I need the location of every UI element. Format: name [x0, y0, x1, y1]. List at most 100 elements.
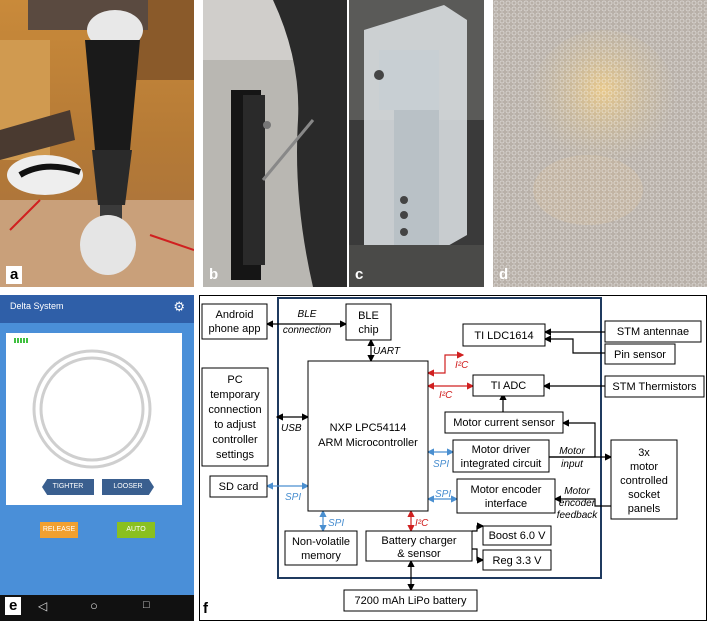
recent-apps-icon[interactable]: □ — [143, 599, 150, 611]
stm-thermistors-box: STM Thermistors — [604, 375, 705, 398]
svg-text:interface: interface — [485, 498, 527, 510]
motor-driver-box: Motor driver integrated circuit — [452, 439, 550, 473]
controller-side-photo — [203, 0, 347, 287]
phone-app-panel: Delta System ⚙ TIGHTER LOOSER RELEASE AU… — [0, 295, 194, 621]
encoder-feedback-label-2: encoder — [559, 498, 596, 509]
svg-text:& sensor: & sensor — [397, 548, 441, 560]
spi-label-sd: SPI — [285, 492, 301, 503]
svg-text:chip: chip — [358, 324, 378, 336]
encoder-feedback-label-3: feedback — [557, 510, 599, 521]
motor-current-sensor-box: Motor current sensor — [444, 411, 564, 434]
looser-button[interactable]: LOOSER — [102, 479, 154, 495]
block-diagram-panel: Android phone app BLE chip PC temporary … — [199, 295, 707, 621]
svg-text:Motor encoder: Motor encoder — [471, 484, 542, 496]
svg-text:panels: panels — [628, 503, 661, 515]
encoder-feedback-label: Motor — [564, 486, 590, 497]
uart-label: UART — [373, 346, 401, 357]
svg-text:socket: socket — [628, 489, 660, 501]
svg-text:motor: motor — [630, 461, 658, 473]
ble-connection-label: BLE — [298, 309, 317, 320]
ti-adc-box: TI ADC — [472, 374, 545, 397]
controller-board-outline — [277, 297, 602, 579]
battery-charger-box: Battery charger & sensor — [365, 530, 473, 562]
nvm-box: Non-volatile memory — [284, 530, 358, 566]
mesh-texture-photo — [493, 0, 707, 287]
svg-text:TI ADC: TI ADC — [491, 380, 527, 392]
svg-text:to adjust: to adjust — [214, 419, 256, 431]
nav-bar: ◁ ○ □ — [0, 595, 194, 621]
svg-text:controlled: controlled — [620, 475, 668, 487]
android-app-box: Android phone app — [201, 303, 268, 340]
photo-panel-a: a — [0, 0, 194, 287]
svg-text:7200 mAh LiPo battery: 7200 mAh LiPo battery — [355, 595, 467, 607]
svg-text:SD card: SD card — [219, 481, 259, 493]
microcontroller-box: NXP LPC54114 ARM Microcontroller — [307, 360, 429, 512]
i2c-label-ldc: I²C — [455, 360, 469, 371]
control-card: TIGHTER LOOSER — [6, 333, 182, 505]
svg-text:controller: controller — [212, 434, 258, 446]
svg-text:integrated circuit: integrated circuit — [461, 458, 542, 470]
svg-text:memory: memory — [301, 550, 341, 562]
i2c-label-adc: I²C — [439, 390, 453, 401]
boost-box: Boost 6.0 V — [482, 525, 552, 546]
spi-label-nvm: SPI — [328, 518, 344, 529]
panel-label-b: b — [209, 266, 219, 283]
svg-text:Motor current sensor: Motor current sensor — [453, 417, 555, 429]
system-block-diagram: Android phone app BLE chip PC temporary … — [199, 295, 707, 621]
svg-text:Boost 6.0 V: Boost 6.0 V — [489, 530, 547, 542]
back-icon[interactable]: ◁ — [38, 599, 48, 613]
pin-sensor-box: Pin sensor — [604, 343, 676, 365]
home-icon[interactable]: ○ — [90, 598, 98, 613]
sd-card-box: SD card — [209, 475, 268, 498]
spi-label-driver: SPI — [433, 459, 449, 470]
svg-text:settings: settings — [216, 449, 254, 461]
panel-label-e: e — [5, 597, 22, 615]
photo-panel-b: b — [203, 0, 347, 287]
motor-encoder-box: Motor encoder interface — [456, 478, 556, 514]
photo-panel-c: c — [349, 0, 484, 287]
svg-text:NXP LPC54114: NXP LPC54114 — [330, 422, 407, 434]
svg-text:connection: connection — [208, 404, 261, 416]
gear-icon[interactable]: ⚙ — [173, 299, 185, 314]
app-header: Delta System ⚙ — [0, 295, 194, 323]
battery-icon — [14, 338, 28, 343]
svg-text:Pin sensor: Pin sensor — [614, 349, 666, 361]
socket-panels-box: 3x motor controlled socket panels — [610, 439, 678, 520]
app-title: Delta System — [10, 301, 64, 311]
lipo-battery-box: 7200 mAh LiPo battery — [343, 589, 478, 612]
spi-label-encoder: SPI — [435, 489, 451, 500]
auto-button[interactable]: AUTO — [117, 522, 155, 538]
panel-label-d: d — [499, 266, 509, 283]
panel-label-f: f — [203, 600, 209, 617]
motor-input-label: Motor — [559, 446, 585, 457]
svg-text:PC: PC — [227, 374, 242, 386]
panel-label-c: c — [355, 266, 364, 283]
panel-label-a: a — [6, 266, 23, 284]
svg-text:phone app: phone app — [209, 323, 261, 335]
svg-text:temporary: temporary — [210, 389, 260, 401]
svg-text:Battery charger: Battery charger — [381, 535, 457, 547]
svg-text:Android: Android — [216, 309, 254, 321]
svg-text:BLE: BLE — [358, 310, 379, 322]
controller-housing-photo — [349, 0, 484, 287]
usb-label: USB — [281, 423, 302, 434]
pc-box: PC temporary connection to adjust contro… — [201, 367, 269, 467]
svg-text:Motor driver: Motor driver — [472, 444, 531, 456]
svg-text:STM antennae: STM antennae — [617, 326, 689, 338]
tighter-button[interactable]: TIGHTER — [42, 479, 94, 495]
svg-text:STM Thermistors: STM Thermistors — [612, 381, 697, 393]
ble-chip-box: BLE chip — [345, 303, 392, 341]
svg-text:Non-volatile: Non-volatile — [292, 536, 350, 548]
release-button[interactable]: RELEASE — [40, 522, 78, 538]
reg-box: Reg 3.3 V — [482, 549, 552, 571]
ble-connection-label-2: connection — [283, 325, 332, 336]
svg-text:TI LDC1614: TI LDC1614 — [474, 330, 533, 342]
svg-text:ARM Microcontroller: ARM Microcontroller — [318, 437, 418, 449]
photo-panel-d: d — [493, 0, 707, 287]
tension-dial[interactable] — [6, 333, 182, 505]
svg-text:Reg 3.3 V: Reg 3.3 V — [493, 555, 543, 567]
i2c-label-charger: I²C — [415, 518, 429, 529]
motor-input-label-2: input — [561, 459, 584, 470]
prosthetic-leg-photo — [0, 0, 194, 287]
ti-ldc-box: TI LDC1614 — [462, 323, 546, 347]
